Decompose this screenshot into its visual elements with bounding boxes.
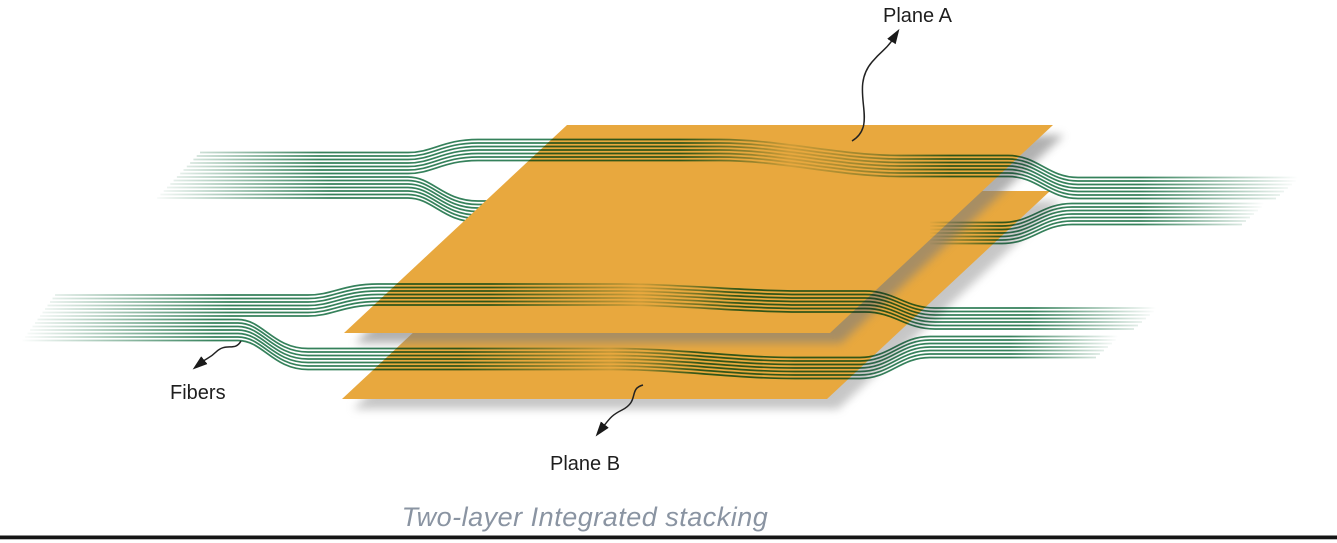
fiber-line [40, 304, 1134, 330]
fibers-label: Fibers [170, 382, 226, 404]
fiber-bundle-plane-a-top [180, 138, 1300, 200]
fiber-line [930, 209, 1258, 231]
fiber-bundle-hidden-under-planes [157, 176, 640, 223]
fiber-line [193, 145, 1292, 186]
fiber-line [32, 325, 1112, 366]
fiber-line [930, 202, 1266, 224]
fiber-bundles [22, 138, 1300, 380]
fiber-line [190, 149, 1288, 189]
fiber-line [930, 213, 1254, 234]
fiber-line [27, 332, 1104, 373]
plane-a-label: Plane A [883, 5, 952, 27]
fiber-line [52, 286, 1154, 313]
fibers-arrow [192, 340, 242, 370]
fiber-line [37, 318, 1120, 359]
plane-a-shape [344, 125, 1053, 333]
fiber-line [30, 329, 1108, 369]
fiber-line [196, 142, 1296, 182]
fiber-line [930, 206, 1262, 227]
bottom-rule [0, 535, 1337, 540]
fiber-line [200, 138, 1300, 179]
fiber-line [50, 290, 1150, 316]
fiber-bundle-plane-b-bottom [22, 318, 1120, 380]
fiber-line [186, 152, 1284, 193]
plane-b-arrow [595, 384, 644, 437]
fiber-line [47, 293, 1146, 320]
fiber-line [180, 159, 1276, 200]
fiber-line [930, 216, 1250, 238]
fiber-line [25, 336, 1100, 376]
fiber-bundle-into-stack [157, 176, 640, 223]
fiber-bundle-plane-b-top-exit [930, 202, 1266, 245]
fiber-line [930, 220, 1246, 241]
fiber-line [173, 179, 640, 206]
fiber-line [930, 223, 1242, 245]
plane-b-label: Plane B [550, 453, 621, 475]
plane-a-arrow [851, 28, 900, 142]
annotation-arrows [192, 28, 900, 437]
fiber-line [45, 297, 1142, 323]
fiber-line [22, 339, 1096, 380]
figure-caption: Two-layer Integrated stacking [401, 502, 769, 532]
fiber-line [176, 176, 640, 202]
fiber-bundle-plane-a-bottom [40, 283, 1158, 330]
fiber-line [170, 183, 640, 209]
fiber-line [42, 300, 1138, 327]
fiber-line [183, 156, 1280, 196]
fiber-line [35, 322, 1116, 362]
fiber-line [55, 283, 1158, 309]
